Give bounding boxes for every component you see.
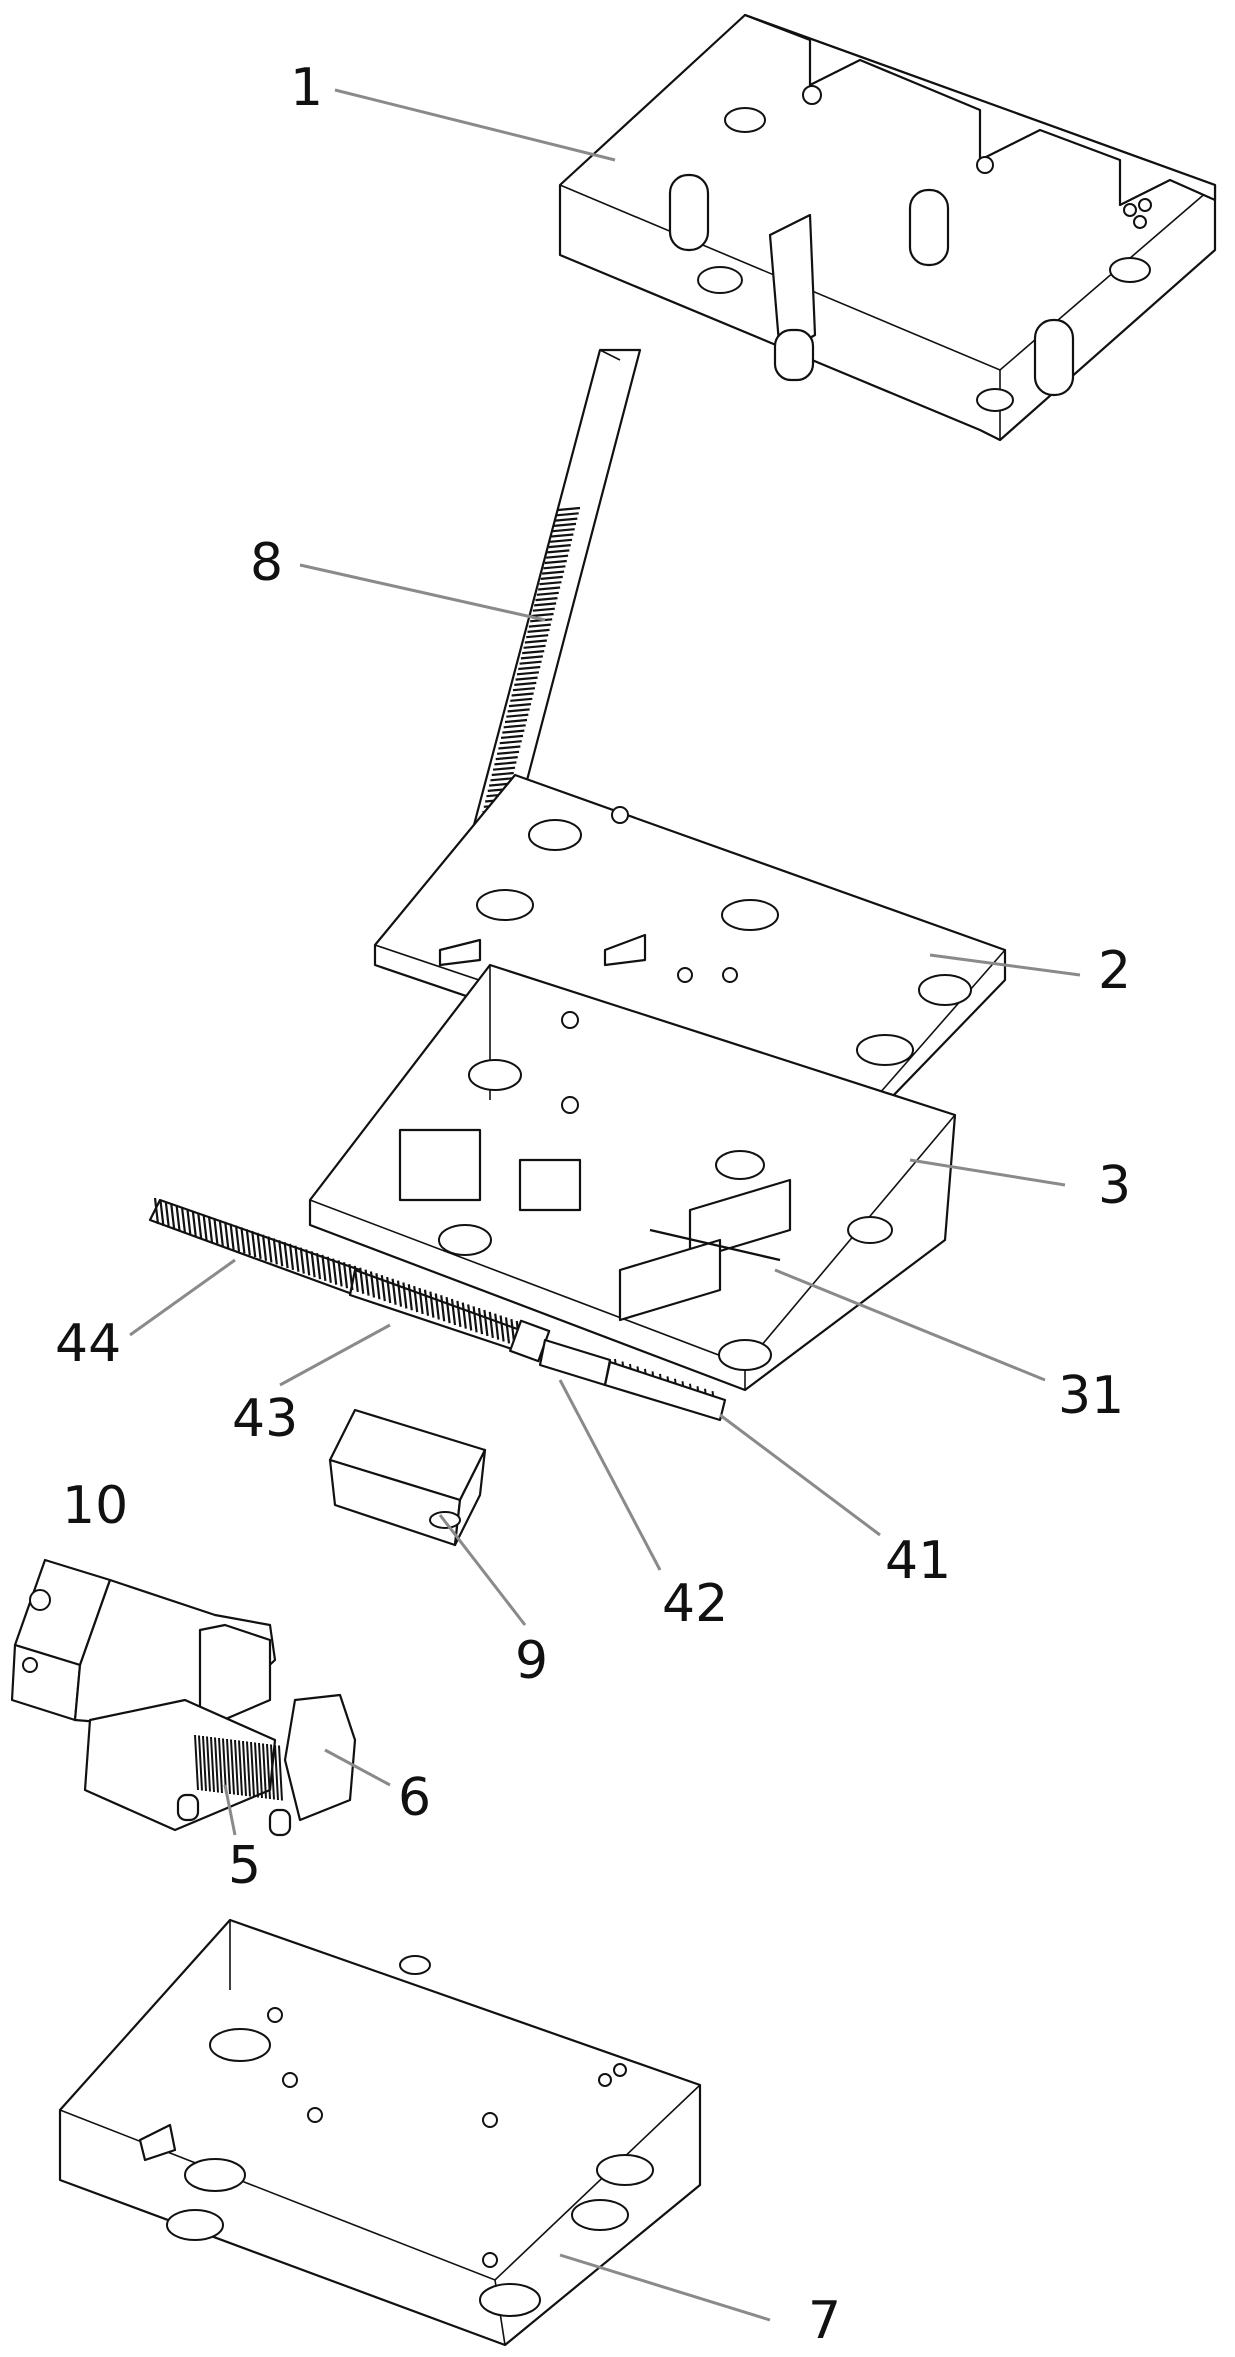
- callout-6: 6: [398, 1772, 431, 1824]
- callout-42: 42: [662, 1578, 728, 1630]
- hatch-line: [275, 1745, 278, 1800]
- hatch-line: [279, 1746, 282, 1801]
- part-8-rack: [470, 350, 640, 845]
- callout-5: 5: [228, 1840, 261, 1892]
- callout-43: 43: [232, 1393, 298, 1445]
- callout-1: 1: [290, 62, 323, 114]
- callout-41: 41: [885, 1535, 951, 1587]
- callout-8: 8: [250, 537, 283, 589]
- part-7-base: [60, 1920, 700, 2345]
- callout-7: 7: [808, 2295, 841, 2347]
- part-10-5-6-assembly: [12, 1560, 355, 1835]
- callout-9: 9: [515, 1635, 548, 1687]
- part-1-top-plate: [560, 15, 1215, 440]
- callout-2: 2: [1098, 945, 1131, 997]
- callout-44: 44: [55, 1318, 121, 1370]
- callout-3: 3: [1098, 1160, 1131, 1212]
- part-9-box: [330, 1410, 485, 1545]
- callout-10: 10: [62, 1480, 128, 1532]
- callout-31: 31: [1058, 1370, 1124, 1422]
